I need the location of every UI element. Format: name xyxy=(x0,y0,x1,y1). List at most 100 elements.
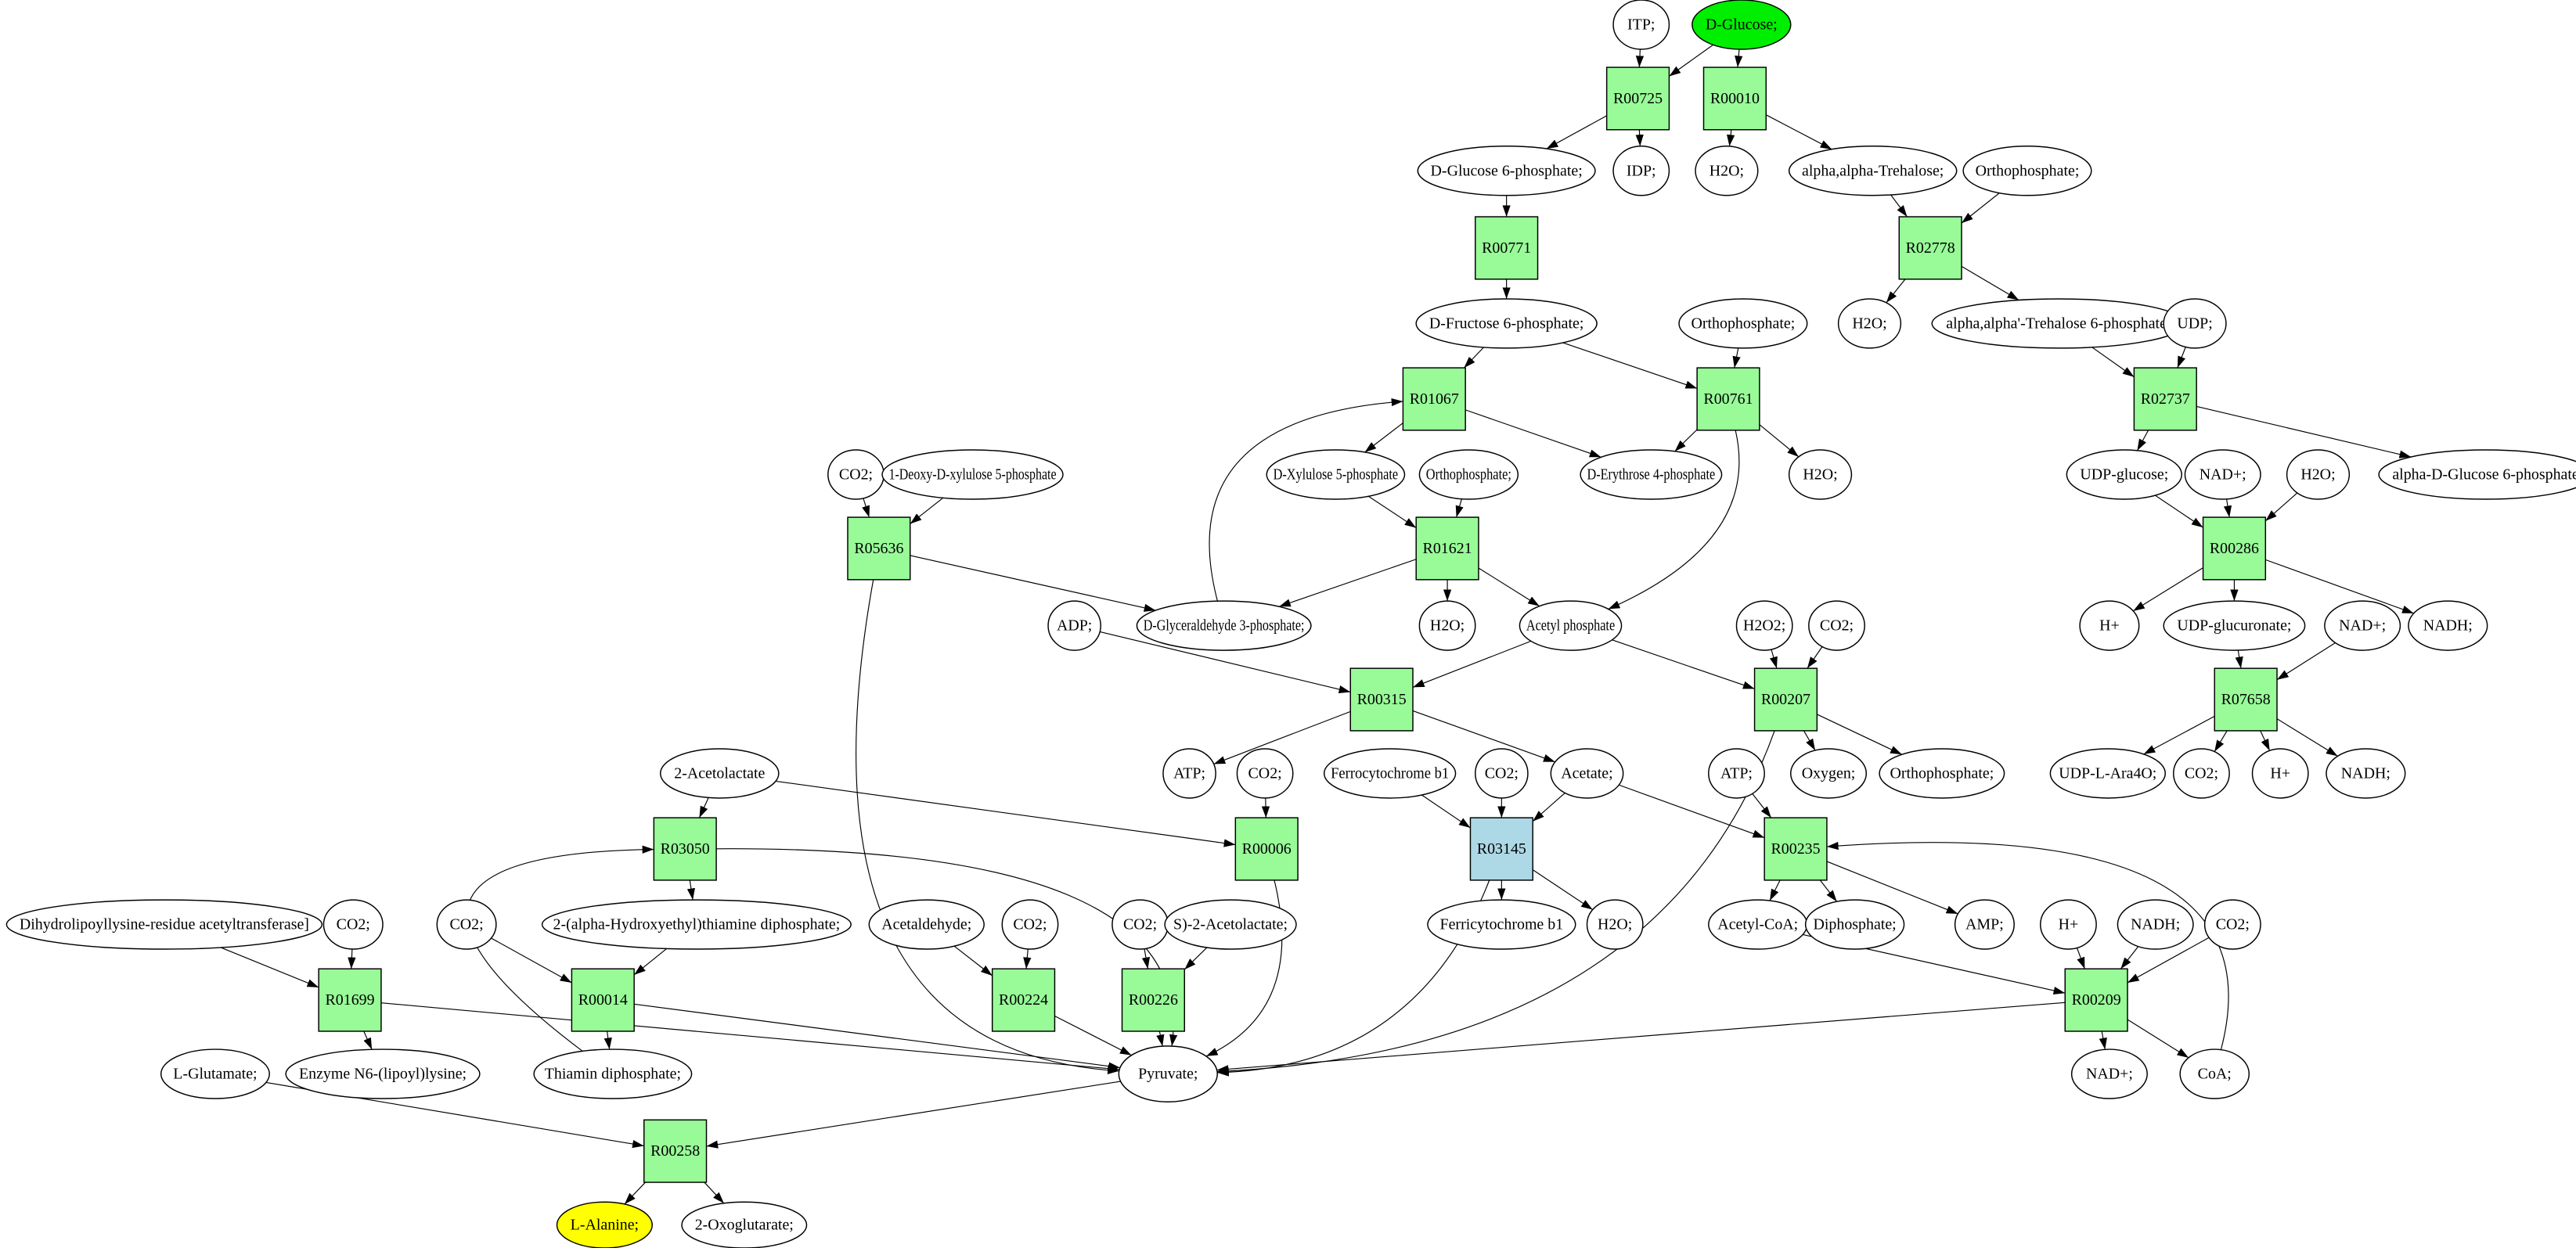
compound-node-co2_j[interactable]: CO2; xyxy=(2203,899,2261,950)
compound-node-udpglca[interactable]: UDP-glucuronate; xyxy=(2163,600,2306,651)
compound-node-ppi[interactable]: Diphosphate; xyxy=(1804,899,1905,950)
compound-node-pi_c[interactable]: Orthophosphate; xyxy=(1418,449,1519,500)
compound-node-co2_c[interactable]: CO2; xyxy=(1236,748,1294,799)
reaction-node-R07658[interactable]: R07658 xyxy=(2214,667,2278,732)
edge-R07658-to-nadh_b xyxy=(2276,718,2338,757)
reaction-node-R01621[interactable]: R01621 xyxy=(1415,516,1479,581)
compound-node-gap[interactable]: D-Glyceraldehyde 3-phosphate; xyxy=(1136,600,1312,651)
compound-node-nadh_b[interactable]: NADH; xyxy=(2326,748,2406,799)
compound-node-co2_a[interactable]: CO2; xyxy=(827,449,884,500)
compound-node-lala[interactable]: L-Alanine; xyxy=(556,1201,653,1248)
compound-node-h2o_e[interactable]: H2O; xyxy=(1418,600,1476,651)
reaction-node-R00209[interactable]: R00209 xyxy=(2064,968,2128,1032)
compound-node-hplus_a[interactable]: H+ xyxy=(2079,600,2140,651)
compound-node-acp[interactable]: Acetyl phosphate xyxy=(1519,600,1623,651)
compound-node-pyruvate[interactable]: Pyruvate; xyxy=(1118,1045,1218,1102)
compound-node-hplus_c[interactable]: H+ xyxy=(2040,899,2097,950)
reaction-node-R00207[interactable]: R00207 xyxy=(1753,667,1818,732)
compound-node-g6p[interactable]: D-Glucose 6-phosphate; xyxy=(1417,146,1596,196)
reaction-node-R03050[interactable]: R03050 xyxy=(653,817,717,881)
edge-R00315-to-atp_a xyxy=(1213,710,1351,765)
compound-node-enzn6[interactable]: Enzyme N6-(lipoyl)lysine; xyxy=(285,1048,481,1099)
compound-node-f6p[interactable]: D-Fructose 6-phosphate; xyxy=(1415,298,1598,349)
compound-node-thdp[interactable]: Thiamin diphosphate; xyxy=(533,1048,693,1099)
compound-node-t6p[interactable]: alpha,alpha'-Trehalose 6-phosphate; xyxy=(1931,298,2186,349)
compound-node-oxygen[interactable]: Oxygen; xyxy=(1790,748,1868,799)
reaction-node-R02778[interactable]: R02778 xyxy=(1898,216,1962,280)
reaction-node-R00258[interactable]: R00258 xyxy=(643,1119,708,1183)
compound-node-atp_b[interactable]: ATP; xyxy=(1708,748,1765,799)
reaction-node-R00010[interactable]: R00010 xyxy=(1702,67,1767,131)
compound-node-co2_i[interactable]: CO2; xyxy=(1111,899,1169,950)
compound-node-hetpp[interactable]: 2-(alpha-Hydroxyethyl)thiamine diphospha… xyxy=(541,899,852,950)
reaction-node-R00771[interactable]: R00771 xyxy=(1475,216,1539,280)
compound-node-pi_d[interactable]: Orthophosphate; xyxy=(1879,748,2005,799)
compound-node-adp[interactable]: ADP; xyxy=(1047,600,1101,651)
compound-node-nad_a[interactable]: NAD+; xyxy=(2184,449,2261,500)
compound-node-pi_a[interactable]: Orthophosphate; xyxy=(1962,146,2092,196)
compound-node-co2_d[interactable]: CO2; xyxy=(1475,748,1529,799)
reaction-node-R05636[interactable]: R05636 xyxy=(847,516,911,581)
compound-node-acetate[interactable]: Acetate; xyxy=(1550,748,1624,799)
compound-node-acetald[interactable]: Acetaldehyde; xyxy=(868,899,985,950)
compound-node-h2o2[interactable]: H2O2; xyxy=(1735,600,1793,651)
compound-node-h2o_d[interactable]: H2O; xyxy=(2286,449,2351,500)
edge-R00761-to-e4p xyxy=(1674,429,1698,452)
compound-node-dxp[interactable]: 1-Deoxy-D-xylulose 5-phosphate xyxy=(881,449,1064,500)
compound-node-pi_b[interactable]: Orthophosphate; xyxy=(1678,298,1808,349)
compound-node-h2o_f[interactable]: H2O; xyxy=(1586,899,1644,950)
compound-node-atp_a[interactable]: ATP; xyxy=(1162,748,1216,799)
compound-node-amp[interactable]: AMP; xyxy=(1954,899,2015,950)
compound-node-h2o_b[interactable]: H2O; xyxy=(1837,298,1902,349)
reaction-node-R01067[interactable]: R01067 xyxy=(1402,367,1466,431)
compound-node-co2_b[interactable]: CO2; xyxy=(1808,600,1865,651)
compound-node-co2_e[interactable]: CO2; xyxy=(2173,748,2230,799)
reaction-node-R03145[interactable]: R03145 xyxy=(1469,817,1533,881)
compound-node-co2_f[interactable]: CO2; xyxy=(322,899,384,950)
node-label: ATP; xyxy=(1720,764,1753,782)
compound-node-nad_b[interactable]: NAD+; xyxy=(2324,600,2401,651)
reaction-node-R00315[interactable]: R00315 xyxy=(1349,667,1414,732)
compound-node-accoa[interactable]: Acetyl-CoA; xyxy=(1708,899,1808,950)
reaction-node-R00014[interactable]: R00014 xyxy=(571,968,635,1032)
compound-node-nadh_a[interactable]: NADH; xyxy=(2408,600,2488,651)
compound-node-ferro[interactable]: Ferrocytochrome b1 xyxy=(1323,748,1457,799)
compound-node-sacetolactate[interactable]: S)-2-Acetolactate; xyxy=(1164,899,1297,950)
reaction-node-R02737[interactable]: R02737 xyxy=(2133,367,2197,431)
compound-node-lglu[interactable]: L-Glutamate; xyxy=(160,1048,270,1099)
reaction-node-R01699[interactable]: R01699 xyxy=(318,968,382,1032)
reaction-node-R00725[interactable]: R00725 xyxy=(1605,67,1670,131)
node-label: D-Glyceraldehyde 3-phosphate; xyxy=(1144,617,1305,635)
compound-node-ag6p[interactable]: alpha-D-Glucose 6-phosphate xyxy=(2378,449,2576,500)
reaction-node-R00226[interactable]: R00226 xyxy=(1121,968,1186,1032)
reaction-node-R00235[interactable]: R00235 xyxy=(1764,817,1828,881)
compound-node-udplara[interactable]: UDP-L-Ara4O; xyxy=(2049,748,2167,799)
compound-node-coa[interactable]: CoA; xyxy=(2179,1048,2250,1099)
compound-node-itp[interactable]: ITP; xyxy=(1612,0,1670,50)
compound-node-udpglc[interactable]: UDP-glucose; xyxy=(2066,449,2183,500)
compound-node-nadh_c[interactable]: NADH; xyxy=(2117,899,2194,950)
compound-node-nad_c[interactable]: NAD+; xyxy=(2070,1048,2148,1099)
compound-node-e4p[interactable]: D-Erythrose 4-phosphate xyxy=(1580,449,1723,500)
compound-node-co2_h[interactable]: CO2; xyxy=(1001,899,1059,950)
reaction-node-R00761[interactable]: R00761 xyxy=(1696,367,1760,431)
compound-node-xyl5p[interactable]: D-Xylulose 5-phosphate xyxy=(1266,449,1406,500)
compound-node-dglc[interactable]: D-Glucose; xyxy=(1692,0,1792,50)
compound-node-idp[interactable]: IDP; xyxy=(1612,146,1670,196)
compound-node-oxoglu[interactable]: 2-Oxoglutarate; xyxy=(681,1201,808,1248)
compound-node-treh[interactable]: alpha,alpha-Trehalose; xyxy=(1788,146,1958,196)
compound-node-acetolactate[interactable]: 2-Acetolactate xyxy=(660,748,780,799)
compound-ellipse xyxy=(1692,0,1792,50)
compound-node-dihydro[interactable]: Dihydrolipoyllysine-residue acetyltransf… xyxy=(5,899,323,950)
compound-node-udp[interactable]: UDP; xyxy=(2163,298,2227,349)
compound-node-h2o_a[interactable]: H2O; xyxy=(1695,146,1759,196)
reaction-box xyxy=(2064,968,2128,1032)
reaction-node-R00286[interactable]: R00286 xyxy=(2202,516,2267,581)
reaction-node-R00006[interactable]: R00006 xyxy=(1234,817,1299,881)
compound-node-co2_g[interactable]: CO2; xyxy=(436,899,497,950)
compound-node-h2o_c[interactable]: H2O; xyxy=(1788,449,1853,500)
reaction-node-R00224[interactable]: R00224 xyxy=(991,968,1056,1032)
compound-node-hplus_b[interactable]: H+ xyxy=(2251,748,2309,799)
edge-R03050-to-hetpp xyxy=(686,879,695,901)
compound-node-ferri[interactable]: Ferricytochrome b1 xyxy=(1427,899,1576,950)
